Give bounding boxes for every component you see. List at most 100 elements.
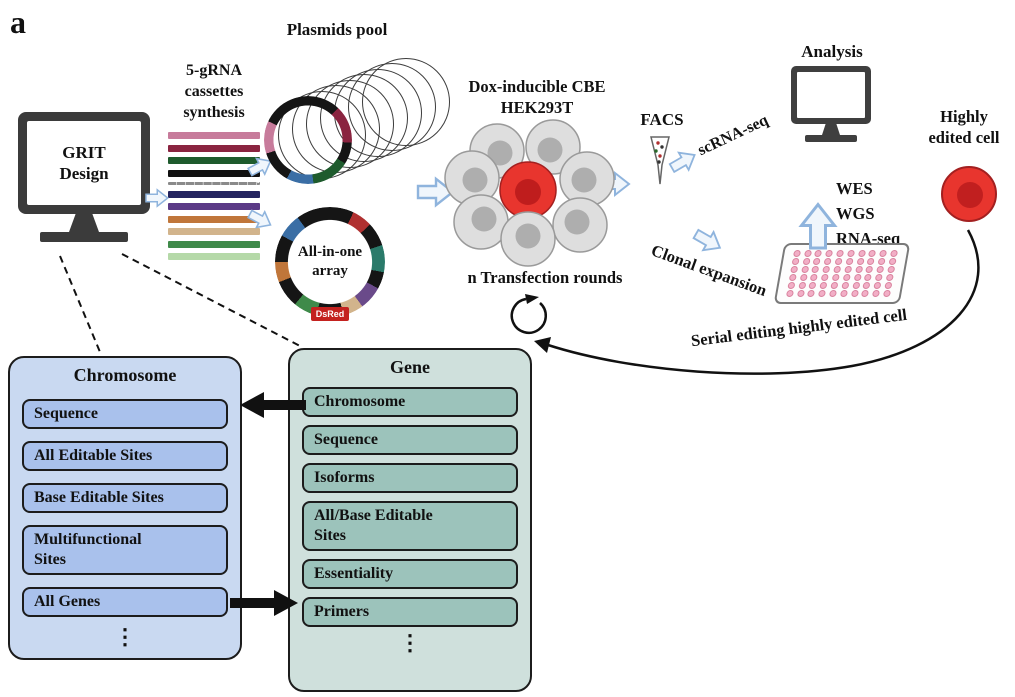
cassette-bar: [168, 228, 260, 235]
chromosome-row-all-genes: All Genes: [22, 586, 228, 617]
plate-well: [823, 258, 833, 265]
well-plate-grid: [776, 245, 908, 302]
chromosome-row-sequence: Sequence: [22, 398, 228, 429]
plate-well: [822, 266, 831, 273]
cell-nucleus: [957, 182, 983, 208]
monitor-stand: [822, 124, 840, 135]
flow-arrow: [692, 228, 722, 252]
plate-well: [861, 290, 870, 297]
dox-inducible-cbe-label: Dox-inducible CBE HEK293T: [468, 77, 606, 118]
well-plate-icon: [773, 243, 911, 304]
gene-row-isoforms: Isoforms: [302, 462, 518, 493]
plate-well: [887, 266, 896, 273]
plate-well: [818, 290, 827, 297]
plate-well: [792, 250, 802, 257]
plate-well: [825, 250, 834, 257]
chromosome-row-all-editable-sites: All Editable Sites: [22, 440, 228, 471]
scrna-seq-label: scRNA-seq: [695, 111, 771, 160]
plate-well: [830, 282, 839, 289]
clonal-expansion-label: Clonal expansion: [648, 240, 770, 300]
plate-well: [845, 258, 854, 265]
gene-more-ellipsis: ⋮: [399, 629, 421, 655]
plasmids-pool-label: Plasmids pool: [286, 20, 388, 39]
cell: [453, 194, 509, 250]
plasmid-front-ring: [264, 96, 352, 184]
cassette-bar: [168, 253, 260, 260]
cell: [500, 211, 556, 267]
plate-well: [787, 282, 796, 289]
plate-well: [872, 290, 881, 297]
plate-well: [843, 266, 853, 273]
plate-well: [877, 258, 887, 265]
plate-well: [796, 290, 805, 297]
highly-edited-cell-icon: [941, 166, 997, 222]
cassette-bar: [168, 215, 260, 223]
plate-well: [885, 274, 895, 281]
flow-arrow: [599, 170, 631, 198]
cassette-bar: [168, 132, 260, 139]
cell: [525, 119, 581, 175]
chromosome-panel: Chromosome Sequence All Editable Sites B…: [8, 356, 242, 660]
plate-well: [800, 266, 810, 273]
plate-well: [820, 274, 830, 281]
plate-well: [841, 282, 850, 289]
monitor-screen: GRIT Design: [18, 112, 150, 214]
plate-well: [853, 274, 862, 281]
cassette-bar-dashed: [168, 182, 260, 185]
plate-well: [884, 282, 893, 289]
cassette-bar: [168, 144, 260, 152]
plate-well: [851, 282, 861, 289]
monitor-screen-inner: [797, 72, 865, 118]
plate-well: [876, 266, 885, 273]
monitor-screen: [791, 66, 871, 124]
plate-well: [850, 290, 859, 297]
highly-edited-cell-label: Highly edited cell: [928, 107, 1000, 148]
gene-row-all-base-editable-sites: All/Base Editable Sites: [302, 500, 518, 551]
chromosome-more-ellipsis: ⋮: [114, 623, 136, 649]
plate-well: [833, 266, 842, 273]
wgs-label: WGS: [836, 204, 875, 223]
plate-well: [864, 274, 873, 281]
plate-well: [836, 250, 845, 257]
cell: [552, 197, 608, 253]
plate-well: [879, 250, 888, 257]
gene-row-chromosome: Chromosome: [302, 386, 518, 417]
analysis-label: Analysis: [801, 42, 863, 61]
cassettes-synthesis-label: 5-gRNA cassettes synthesis: [183, 62, 245, 122]
sequencing-methods-list: WES WGS RNA-seq: [836, 176, 926, 251]
plate-well: [842, 274, 851, 281]
chromosome-row-multifunctional-sites: Multifunctional Sites: [22, 524, 228, 575]
plate-well: [789, 266, 799, 273]
gene-row-essentiality: Essentiality: [302, 558, 518, 589]
panel-letter: a: [10, 4, 26, 40]
gene-panel: Gene Chromosome Sequence Isoforms All/Ba…: [288, 348, 532, 692]
wes-label: WES: [836, 179, 873, 198]
plate-well: [788, 274, 797, 281]
dsred-tag: DsRed: [311, 307, 349, 321]
grit-design-computer: GRIT Design: [18, 112, 150, 242]
cassette-bar: [168, 203, 260, 210]
plate-well: [846, 250, 856, 257]
plate-well: [866, 258, 876, 265]
plate-well: [854, 266, 864, 273]
flow-arrow-up: [798, 202, 838, 250]
transfection-loop-arrow: [510, 294, 548, 335]
gene-row-primers: Primers: [302, 596, 518, 627]
plate-well: [857, 250, 866, 257]
gene-row-sequence: Sequence: [302, 424, 518, 455]
plate-well: [874, 274, 884, 281]
plate-well: [803, 250, 812, 257]
dashed-connector: [59, 253, 301, 353]
plate-well: [807, 290, 816, 297]
all-in-one-array-label: All-in-one array: [297, 243, 363, 280]
facs-tube-icon: [650, 136, 670, 185]
plasmid-pool-stack: [262, 52, 472, 200]
plate-well: [831, 274, 841, 281]
plate-well: [890, 250, 899, 257]
plate-well: [888, 258, 897, 265]
gene-panel-title: Gene: [390, 357, 430, 377]
cassette-bar: [168, 190, 260, 198]
plate-well: [808, 282, 817, 289]
plate-well: [834, 258, 843, 265]
monitor-stand: [69, 214, 99, 232]
